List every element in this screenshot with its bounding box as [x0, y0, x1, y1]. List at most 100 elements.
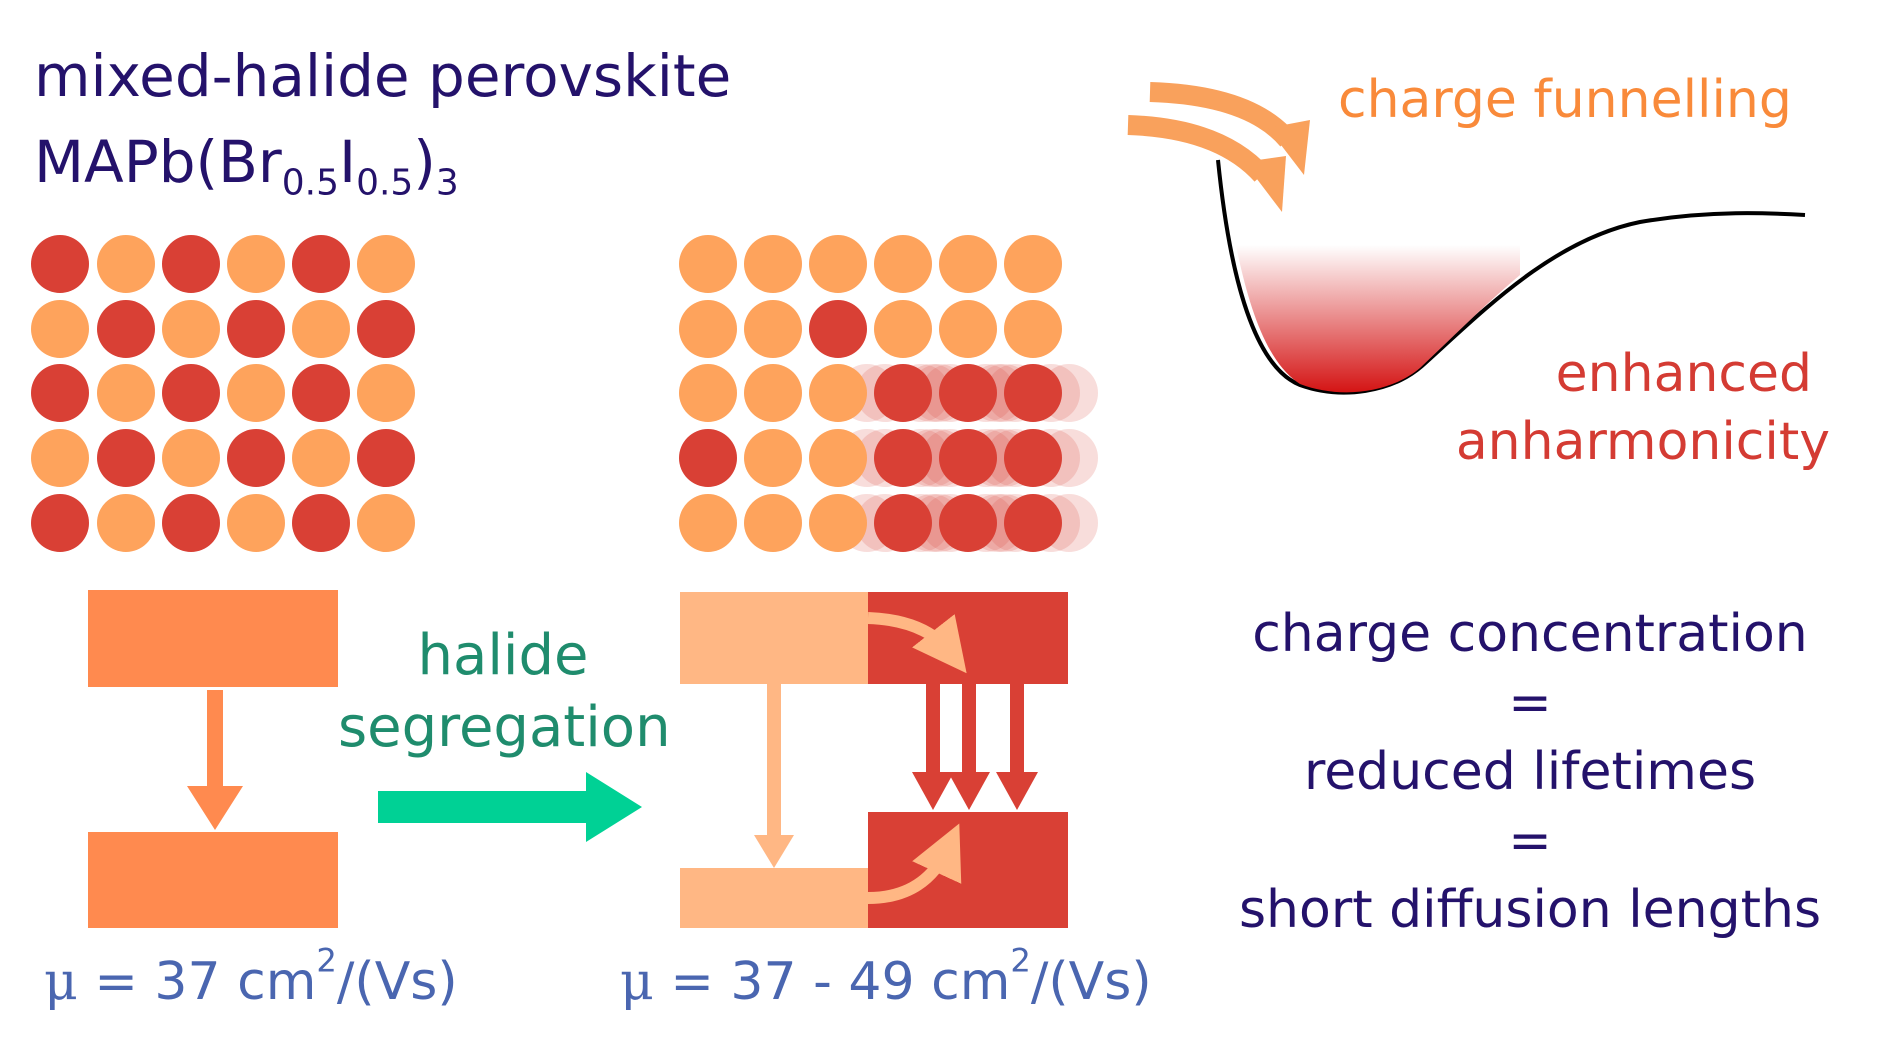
mobility-mixed-unit: /(Vs)	[336, 952, 458, 1012]
conclusion-eq-2: =	[1508, 811, 1552, 871]
bromide-ion	[874, 300, 932, 358]
potential-well	[1216, 159, 1806, 395]
conclusion-eq-1: =	[1508, 673, 1552, 733]
arrow-down-icon	[754, 684, 794, 868]
process-line-1: halide	[417, 623, 589, 688]
bromide-ion	[227, 364, 285, 422]
anharmonicity-label: enhanced anharmonicity	[1400, 340, 1830, 476]
bromide-ion	[97, 364, 155, 422]
conclusion-line-2: reduced lifetimes	[1303, 742, 1757, 802]
mu-symbol: μ	[44, 952, 78, 1012]
iodide-ion	[162, 364, 220, 422]
iodide-ion	[874, 494, 932, 552]
arrow-right-icon	[378, 772, 642, 842]
formula-sub-3: 3	[435, 162, 459, 204]
bromide-ion	[357, 494, 415, 552]
bromide-ion	[939, 300, 997, 358]
recombination-arrow-icon	[187, 690, 243, 830]
mobility-segregated-unit: /(Vs)	[1030, 952, 1152, 1012]
mixed-lattice	[31, 235, 415, 552]
conclusion-block: charge concentration = reduced lifetimes…	[1180, 600, 1880, 945]
formula: MAPb(Br0.5I0.5)3	[34, 128, 459, 201]
valence-band-block	[88, 832, 338, 928]
formula-sub-i: 0.5	[356, 162, 414, 204]
iodide-ion	[227, 429, 285, 487]
process-line-2: segregation	[338, 695, 671, 760]
bromide-ion	[227, 235, 285, 293]
mobility-mixed-value: = 37 cm	[77, 952, 317, 1012]
bromide-ion	[679, 235, 737, 293]
bromide-ion	[679, 494, 737, 552]
bromide-ion	[679, 364, 737, 422]
curved-arrow-icon	[867, 612, 967, 904]
bromide-ion	[357, 235, 415, 293]
bromide-ion	[809, 235, 867, 293]
bromide-ion	[31, 429, 89, 487]
bromide-ion	[357, 364, 415, 422]
bromide-ion	[744, 429, 802, 487]
bromide-ion	[809, 494, 867, 552]
iodide-ion	[1004, 364, 1062, 422]
iodide-ion	[292, 494, 350, 552]
mobility-segregated: μ = 37 - 49 cm2/(Vs)	[620, 944, 1152, 1012]
bromide-ion	[744, 300, 802, 358]
br-rich-valence-band	[680, 868, 868, 928]
bromide-ion	[227, 494, 285, 552]
bromide-ion	[679, 300, 737, 358]
bromide-ion	[939, 235, 997, 293]
title-line-1: mixed-halide perovskite	[34, 42, 732, 110]
mobility-segregated-exp: 2	[1010, 941, 1031, 980]
iodide-ion	[679, 429, 737, 487]
conclusion-line-3: short diffusion lengths	[1238, 880, 1822, 940]
iodide-ion	[292, 235, 350, 293]
segregated-lattice	[679, 235, 1098, 552]
iodide-ion	[162, 494, 220, 552]
mu-symbol: μ	[620, 952, 654, 1012]
iodide-ion	[31, 235, 89, 293]
iodide-ion	[1004, 494, 1062, 552]
i-rich-valence-band	[868, 812, 1068, 928]
iodide-ion	[357, 300, 415, 358]
bromide-ion	[97, 235, 155, 293]
bromide-ion	[31, 300, 89, 358]
iodide-ion	[1004, 429, 1062, 487]
bromide-ion	[1004, 300, 1062, 358]
mobility-mixed-exp: 2	[316, 941, 337, 980]
bromide-ion	[97, 494, 155, 552]
bromide-ion	[292, 300, 350, 358]
process-label: halide segregation	[338, 620, 671, 764]
bromide-ion	[744, 494, 802, 552]
funnel-label: charge funnelling	[1338, 70, 1792, 130]
formula-pre: MAPb(Br	[34, 128, 282, 196]
conduction-band-block	[88, 590, 338, 687]
bromide-ion	[162, 300, 220, 358]
bromide-ion	[162, 429, 220, 487]
iodide-ion	[227, 300, 285, 358]
mobility-segregated-value: = 37 - 49 cm	[653, 952, 1011, 1012]
iodide-ion	[97, 300, 155, 358]
iodide-ion	[939, 364, 997, 422]
bromide-ion	[809, 364, 867, 422]
iodide-ion	[357, 429, 415, 487]
iodide-ion	[939, 429, 997, 487]
funnel-arrows	[1127, 82, 1310, 212]
anharmonicity-line-1: enhanced	[1555, 344, 1812, 404]
iodide-ion	[939, 494, 997, 552]
iodide-ion	[31, 494, 89, 552]
i-rich-conduction-band	[868, 592, 1068, 684]
iodide-ion	[31, 364, 89, 422]
iodide-ion	[97, 429, 155, 487]
segregated-band-diagram	[680, 592, 1068, 928]
iodide-ion	[292, 364, 350, 422]
formula-post: )	[413, 128, 436, 196]
bromide-ion	[809, 429, 867, 487]
iodide-ion	[809, 300, 867, 358]
bromide-ion	[292, 429, 350, 487]
formula-mid: I	[338, 128, 357, 196]
bromide-ion	[744, 364, 802, 422]
bromide-ion	[874, 235, 932, 293]
iodide-ion	[874, 364, 932, 422]
iodide-ion	[162, 235, 220, 293]
